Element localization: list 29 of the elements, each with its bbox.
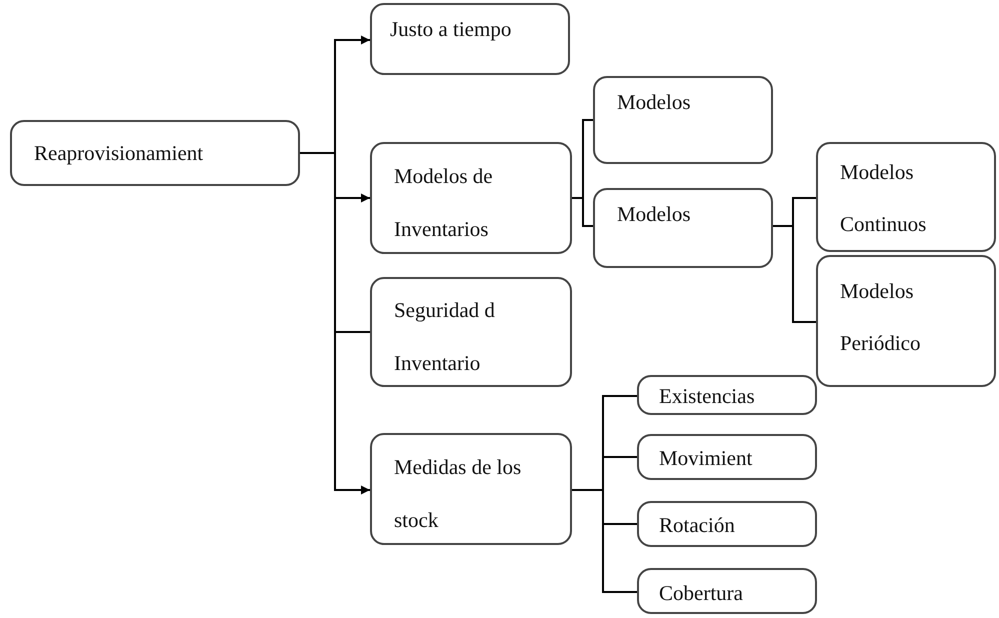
node-label: Seguridad d Inventario (394, 297, 496, 377)
node-label: Rotación (659, 512, 736, 539)
rounded-box (370, 142, 572, 254)
rounded-box (593, 188, 773, 268)
node-label: Modelos de Inventarios (394, 163, 494, 243)
connector-line (773, 225, 816, 323)
node-label: Medidas de los stock (394, 454, 522, 534)
node-label: Existencias (659, 383, 756, 410)
rounded-box (370, 433, 572, 545)
node-label: Modelos (617, 89, 692, 116)
arrow (300, 152, 370, 494)
rounded-box (637, 501, 817, 547)
connector-line (572, 197, 593, 227)
rounded-box (370, 277, 572, 387)
rounded-box (637, 434, 817, 480)
node-label: Modelos Periódico (840, 278, 922, 357)
rounded-box (816, 255, 996, 387)
node-label: Movimient (659, 445, 754, 472)
rounded-box (593, 76, 773, 164)
rounded-box (637, 568, 817, 614)
rounded-box (10, 120, 300, 186)
rounded-box (370, 3, 570, 75)
node-label: Justo a tiempo (390, 16, 512, 43)
node-label: Reaprovisionamient (34, 140, 204, 167)
rounded-box (816, 142, 996, 252)
node-label: Cobertura (659, 580, 744, 607)
node-label: Modelos (617, 201, 692, 228)
node-label: Modelos Continuos (840, 159, 928, 238)
rounded-box (637, 375, 817, 415)
